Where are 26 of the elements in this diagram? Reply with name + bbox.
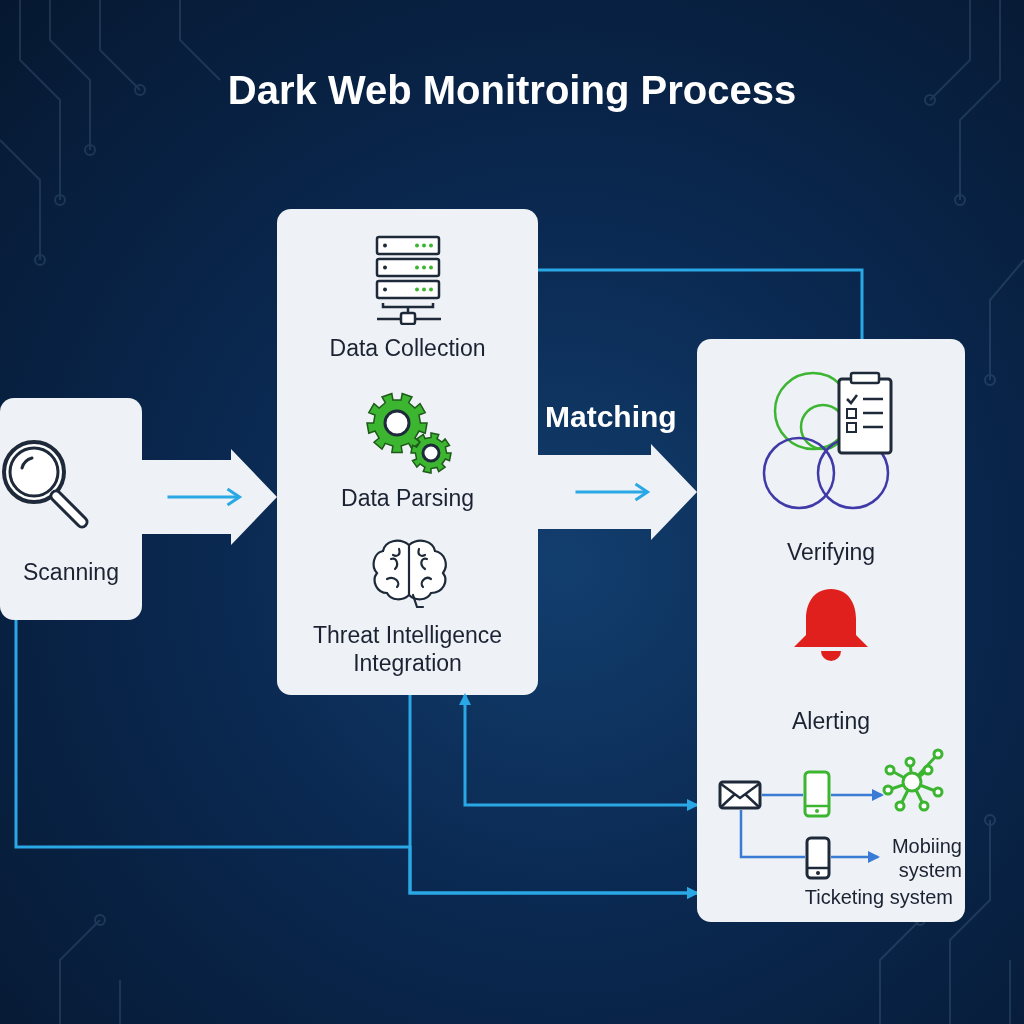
- envelope-icon: [718, 780, 762, 810]
- node-label: Threat Intelligence Integration: [311, 621, 504, 677]
- phone-icon: [805, 836, 831, 880]
- edge-label: Matching: [545, 402, 677, 432]
- process-card: [0, 398, 142, 620]
- arrow: [459, 693, 699, 811]
- connector-line: [762, 793, 803, 797]
- diagram-title: Dark Web Monitroing Process: [226, 67, 798, 114]
- node-label: Scanning: [22, 558, 120, 586]
- process-panel: [697, 339, 965, 922]
- arrow: [831, 789, 884, 801]
- block-arrow: [142, 449, 277, 545]
- node-label: Data Collection: [328, 334, 487, 362]
- phone-icon: [803, 770, 831, 818]
- network-icon: [882, 748, 946, 812]
- node-label: Data Parsing: [340, 484, 475, 512]
- arrow: [408, 695, 699, 899]
- connector-line: [538, 268, 864, 339]
- node-label: Verifying: [785, 538, 877, 566]
- process-panel: [277, 209, 538, 695]
- node-label: Ticketing system: [804, 885, 953, 909]
- node-label: Alerting: [791, 707, 871, 735]
- block-arrow: [538, 444, 697, 540]
- node-label: Mobiing system: [890, 834, 962, 883]
- connector-line: [739, 810, 805, 859]
- arrow: [831, 851, 880, 863]
